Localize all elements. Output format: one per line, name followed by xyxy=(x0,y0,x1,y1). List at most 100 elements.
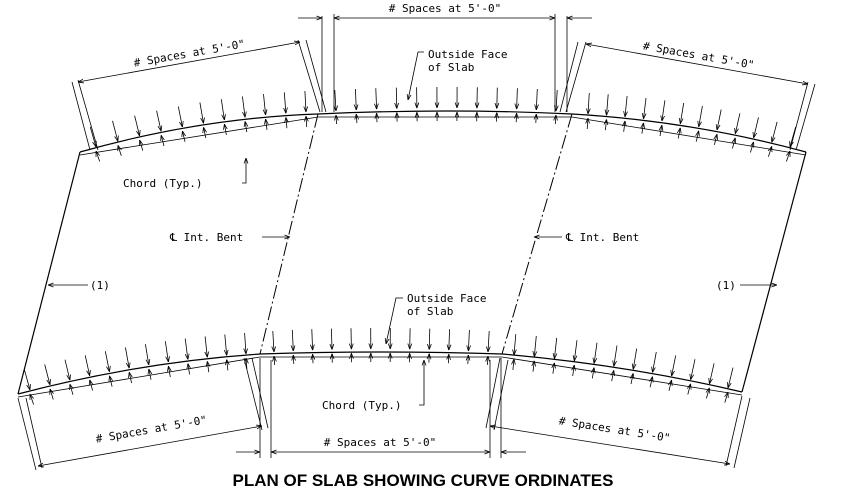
right-bent-centerline xyxy=(501,113,573,355)
ordinate-arrow xyxy=(205,336,207,357)
chord-ordinate-arrow xyxy=(688,384,691,395)
ordinate-arrow xyxy=(84,355,90,376)
chord-ordinate-arrow xyxy=(306,116,307,128)
ordinate-arrow xyxy=(177,106,182,127)
chord-ordinate-arrow xyxy=(110,376,113,387)
chord-ordinate-arrow xyxy=(90,380,93,391)
ordinate-arrows-bottom-right xyxy=(513,334,734,403)
slab-outline xyxy=(17,110,807,398)
ordinate-arrow xyxy=(468,329,469,351)
ordinate-arrow xyxy=(44,364,50,385)
chord-ordinate-arrow xyxy=(30,394,34,405)
top-outside-face-right xyxy=(571,113,807,153)
ordinate-arrow xyxy=(331,328,332,350)
ordinate-arrow xyxy=(242,96,245,117)
chord-ordinate-arrow xyxy=(245,121,247,133)
ordinate-arrow xyxy=(497,87,498,109)
top-chord-right xyxy=(571,116,807,156)
dim-label-top-left: # Spaces at 5'-0" xyxy=(133,37,246,69)
chord-label-top: Chord (Typ.) xyxy=(123,177,202,190)
ordinate-arrow xyxy=(292,329,293,351)
drawing-title: PLAN OF SLAB SHOWING CURVE ORDINATES xyxy=(233,471,614,490)
dim-top-left: # Spaces at 5'-0" xyxy=(71,37,327,151)
chord-ordinate-arrow xyxy=(286,117,287,129)
ordinate-arrow xyxy=(790,126,797,147)
bottom-chord-right xyxy=(501,356,743,396)
ordinate-arrow xyxy=(112,120,118,141)
annotations: Outside Face of Slab Outside Face of Sla… xyxy=(48,48,777,412)
chord-ordinate-arrow xyxy=(293,355,294,365)
top-chord-left xyxy=(79,116,319,156)
outside-face-label-top-2: of Slab xyxy=(428,61,474,74)
ordinate-arrow xyxy=(534,335,536,357)
chord-ordinate-arrow xyxy=(96,151,101,162)
ordinate-arrow xyxy=(607,94,609,115)
chord-ordinate-arrow xyxy=(266,119,267,130)
bottom-outside-face-right xyxy=(501,353,743,393)
chord-ordinate-arrow xyxy=(786,151,790,162)
top-outside-face-left xyxy=(79,113,319,153)
chord-ordinate-arrow xyxy=(660,125,662,137)
ordinate-arrow xyxy=(717,109,722,131)
dim-label-bottom-center: # Spaces at 5'-0" xyxy=(324,436,437,449)
ordinate-arrow xyxy=(104,351,109,372)
ordinate-arrow xyxy=(312,329,313,350)
chord-ordinate-arrow xyxy=(227,360,228,371)
dim-label-top-center: # Spaces at 5'-0" xyxy=(389,2,502,15)
chord-ordinate-arrow xyxy=(642,123,644,134)
chord-ordinate-arrow xyxy=(224,124,226,135)
chord-ordinate-arrow xyxy=(356,114,357,124)
ordinate-arrow xyxy=(335,89,336,111)
ordinate-arrow xyxy=(691,359,696,380)
bottom-outside-face-center xyxy=(259,351,503,355)
ordinate-arrow xyxy=(699,106,703,127)
note-label-left: (1) xyxy=(90,279,110,292)
ordinate-arrow xyxy=(24,369,30,390)
chord-ordinate-arrow xyxy=(725,392,728,403)
ordinate-arrow xyxy=(517,88,518,109)
outside-face-label-bottom-1: Outside Face xyxy=(407,292,486,305)
ordinate-arrows-bottom-left xyxy=(24,332,247,405)
ordinate-arrow xyxy=(449,329,450,350)
dim-label-bottom-left: # Spaces at 5'-0" xyxy=(95,413,208,445)
ordinate-arrow xyxy=(653,351,657,373)
ordinate-arrow xyxy=(89,126,96,147)
ordinate-arrow xyxy=(376,88,377,109)
ordinate-arrows-top-right xyxy=(587,92,797,162)
ordinate-arrow xyxy=(284,92,286,113)
chord-ordinate-arrow xyxy=(714,134,717,145)
ordinate-arrows-top-left xyxy=(89,90,307,162)
ordinate-arrow xyxy=(625,95,627,117)
ordinate-arrow xyxy=(672,355,677,376)
dim-label-bottom-right: # Spaces at 5'-0" xyxy=(558,414,671,444)
ordinate-arrow xyxy=(588,92,589,114)
chord-ordinate-arrow xyxy=(587,118,588,130)
ordinate-arrow xyxy=(772,121,778,142)
ordinate-arrow xyxy=(633,348,638,370)
ordinate-arrow xyxy=(156,110,162,132)
dim-bottom-left: # Spaces at 5'-0" xyxy=(17,357,269,471)
chord-ordinate-arrow xyxy=(129,372,131,384)
chord-ordinate-arrow xyxy=(696,131,698,142)
note-label-right: (1) xyxy=(716,279,736,292)
chord-ordinate-arrow xyxy=(650,377,652,388)
chord-ordinate-arrow xyxy=(536,114,537,124)
ordinate-arrow xyxy=(199,102,204,124)
ordinate-arrow xyxy=(556,89,557,111)
chord-ordinate-arrow xyxy=(750,142,753,153)
bottom-chord-left xyxy=(17,356,261,398)
chord-ordinate-arrow xyxy=(573,365,575,376)
chord-ordinate-arrow xyxy=(669,380,672,391)
dim-top-center: # Spaces at 5'-0" xyxy=(298,2,592,112)
ordinate-arrow xyxy=(305,90,306,112)
ordinate-arrow xyxy=(220,99,224,120)
chord-ordinate-arrow xyxy=(50,389,53,400)
chord-ordinate-arrow xyxy=(678,128,680,139)
left-bent-centerline xyxy=(259,113,319,355)
chord-ordinate-arrow xyxy=(768,146,771,157)
chord-ordinate-arrow xyxy=(605,119,606,131)
chord-ordinate-arrow xyxy=(188,364,190,375)
ordinate-arrow xyxy=(488,330,489,352)
chord-ordinate-arrow xyxy=(246,358,247,370)
ordinate-arrow xyxy=(164,341,168,362)
